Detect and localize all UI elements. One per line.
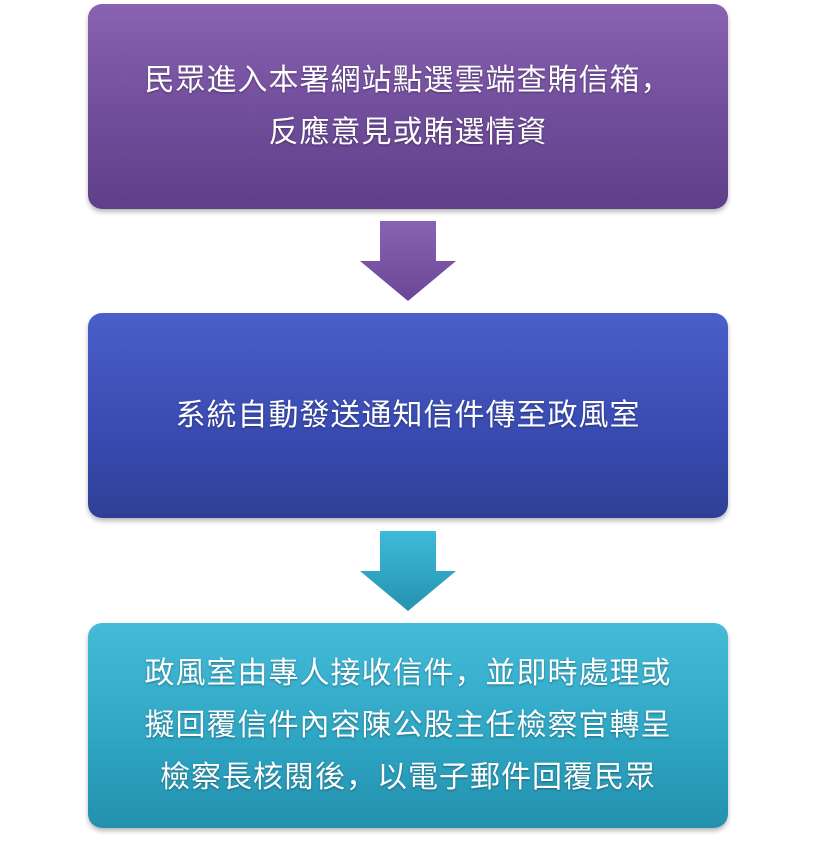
arrow-down-icon: [360, 221, 456, 301]
step-text-1: 民眾進入本署網站點選雲端查賄信箱， 反應意見或賄選情資: [144, 62, 672, 150]
arrow-down-icon: [360, 531, 456, 611]
step-text-2: 系統自動發送通知信件傳至政風室: [175, 397, 641, 433]
step-box-2: 系統自動發送通知信件傳至政風室: [88, 313, 728, 518]
step-box-3: 政風室由專人接收信件，並即時處理或 擬回覆信件內容陳公股主任檢察官轉呈 檢察長核…: [88, 623, 728, 828]
step-text-3: 政風室由專人接收信件，並即時處理或 擬回覆信件內容陳公股主任檢察官轉呈 檢察長核…: [144, 655, 672, 795]
step-box-1: 民眾進入本署網站點選雲端查賄信箱， 反應意見或賄選情資: [88, 4, 728, 209]
